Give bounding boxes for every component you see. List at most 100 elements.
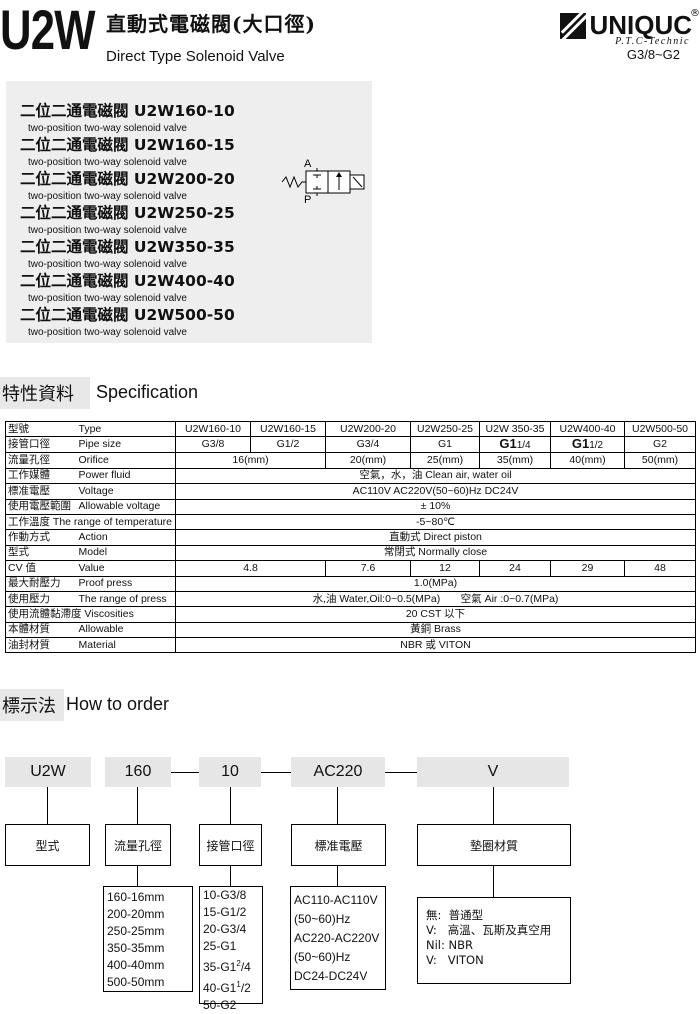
connector-line: [493, 866, 494, 897]
list-item: 40-G11/2: [203, 980, 251, 995]
model-description: two-position two-way solenoid valve: [28, 157, 187, 168]
row-label-cn: 接管口徑: [5, 436, 77, 454]
order-code-type: U2W: [5, 757, 91, 787]
row-label-en: Material: [76, 637, 176, 654]
row-label-cn: 作動方式: [5, 529, 77, 546]
order-section-title-cn: 標示法: [2, 696, 56, 717]
order-code-pipe: 10: [199, 757, 261, 787]
table-cell: -5~80℃: [175, 513, 696, 531]
list-item: (50~60)Hz: [294, 912, 351, 926]
row-label-en: Proof press: [76, 575, 176, 592]
list-item: AC110-AC110V: [294, 893, 378, 907]
table-cell: U2W200-20: [325, 420, 411, 438]
orifice-options-list: 160-16mm 200-20mm 250-25mm 350-35mm 400-…: [103, 886, 193, 992]
row-label-en: Allowable voltage: [76, 498, 176, 515]
table-cell: AC110V AC220V(50~60)Hz DC24V: [175, 483, 696, 500]
table-cell: U2W160-10: [175, 420, 251, 438]
list-item: 35-G12/4: [203, 959, 251, 974]
table-cell: 7.6: [325, 560, 411, 577]
table-row: 使用壓力 The range of press 水,油 Water,Oil:0~…: [5, 590, 696, 608]
table-cell: U2W500-50: [624, 420, 696, 438]
connector-line: [230, 787, 231, 824]
table-cell: G11/4: [479, 436, 551, 454]
table-cell: 20(mm): [325, 452, 411, 469]
table-row: 油封材質 Material NBR 或 VITON: [5, 637, 696, 654]
label-type: 型式: [5, 824, 90, 866]
table-cell: U2W160-15: [250, 420, 326, 438]
title-english: Direct Type Solenoid Valve: [106, 48, 285, 65]
table-cell: G1: [410, 436, 480, 454]
model-description: two-position two-way solenoid valve: [28, 225, 187, 236]
row-label-cn: 標准電壓: [5, 483, 77, 500]
separator-dash: [171, 772, 199, 773]
table-cell: U2W 350-35: [479, 420, 551, 438]
table-row: 本體材質 Allowable 黃銅 Brass: [5, 621, 696, 639]
list-item: 250-25mm: [107, 924, 165, 938]
table-cell: 48: [624, 560, 696, 577]
model-description: two-position two-way solenoid valve: [28, 293, 187, 304]
model-description: two-position two-way solenoid valve: [28, 327, 187, 338]
label-seal: 墊圈材質: [417, 824, 571, 866]
connector-line: [493, 787, 494, 824]
list-item: Nil: NBR: [426, 938, 474, 952]
list-item: V: VITON: [426, 953, 484, 967]
row-label-en: Type: [76, 420, 176, 438]
voltage-options-list: AC110-AC110V (50~60)Hz AC220-AC220V (50~…: [290, 886, 386, 990]
row-label-en: Action: [76, 529, 176, 546]
table-cell: 水,油 Water,Oil:0~0.5(MPa) 空氣 Air :0~0.7(M…: [175, 590, 696, 608]
table-cell: NBR 或 VITON: [175, 637, 696, 654]
connector-line: [230, 866, 231, 886]
label-voltage: 標准電壓: [291, 824, 386, 866]
table-row: 工作媒體 Power fluid 空氣，水，油 Clean air, water…: [5, 467, 696, 485]
table-row: 使用流體黏滯度 Viscosities 20 CST 以下: [5, 606, 696, 623]
label-pipe: 接管口徑: [199, 824, 262, 866]
row-label-cn: 使用壓力: [5, 590, 77, 608]
row-label-en: Model: [76, 544, 176, 562]
list-item: 50-G2: [203, 998, 237, 1012]
port-a-label: A: [304, 158, 312, 170]
row-label-combined: 工作溫度 The range of temperature: [5, 513, 176, 531]
brand-logo: UNIQUC ®: [560, 8, 700, 41]
row-label-cn: 本體材質: [5, 621, 77, 639]
model-title: 二位二通電磁閥 U2W350-35: [20, 238, 235, 256]
product-model-title: U2W: [0, 0, 96, 61]
table-cell: 29: [550, 560, 625, 577]
row-label-cn: 油封材質: [5, 637, 77, 654]
order-code-orifice: 160: [105, 757, 171, 787]
pipe-options-list: 10-G3/8 15-G1/2 20-G3/4 25-G1 35-G12/4 4…: [199, 886, 263, 1012]
list-item: 20-G3/4: [203, 922, 247, 936]
row-label-cn: 型式: [5, 544, 77, 562]
connector-line: [337, 866, 338, 886]
table-cell: G11/2: [550, 436, 625, 454]
valve-symbol-icon: A P: [281, 158, 365, 206]
row-label-cn: CV 值: [5, 560, 77, 577]
list-item: V: 高溫、瓦斯及真空用: [426, 923, 552, 937]
table-row: 標准電壓 Voltage AC110V AC220V(50~60)Hz DC24…: [5, 483, 696, 500]
model-title: 二位二通電磁閥 U2W160-10: [20, 102, 235, 120]
table-cell: 20 CST 以下: [175, 606, 696, 623]
model-title: 二位二通電磁閥 U2W200-20: [20, 170, 235, 188]
table-row: CV 值 Value 4.8 7.6 12 24 29 48: [5, 560, 696, 577]
list-item: 350-35mm: [107, 941, 165, 955]
port-p-label: P: [304, 194, 311, 206]
row-label-cn: 使用電壓範圍: [5, 498, 77, 515]
order-section-header: 標示法: [0, 689, 64, 721]
table-cell: 4.8: [175, 560, 326, 577]
list-item: 15-G1/2: [203, 905, 247, 919]
connector-line: [337, 787, 338, 824]
table-cell: 24: [479, 560, 551, 577]
table-cell: ± 10%: [175, 498, 696, 515]
table-cell: G3/4: [325, 436, 411, 454]
table-row: 接管口徑 Pipe size G3/8 G1/2 G3/4 G1 G11/4 G…: [5, 436, 696, 454]
table-row: 工作溫度 The range of temperature -5~80℃: [5, 513, 696, 531]
list-item: 200-20mm: [107, 907, 165, 921]
table-cell: G1/2: [250, 436, 326, 454]
table-cell: 黃銅 Brass: [175, 621, 696, 639]
table-cell: 16(mm): [175, 452, 326, 469]
size-range: G3/8~G2: [626, 47, 680, 62]
specification-table: 型號 Type U2W160-10 U2W160-15 U2W200-20 U2…: [5, 420, 696, 654]
label-orifice: 流量孔徑: [105, 824, 171, 866]
table-cell: U2W250-25: [410, 420, 480, 438]
model-description: two-position two-way solenoid valve: [28, 191, 187, 202]
model-title: 二位二通電磁閥 U2W500-50: [20, 306, 235, 324]
